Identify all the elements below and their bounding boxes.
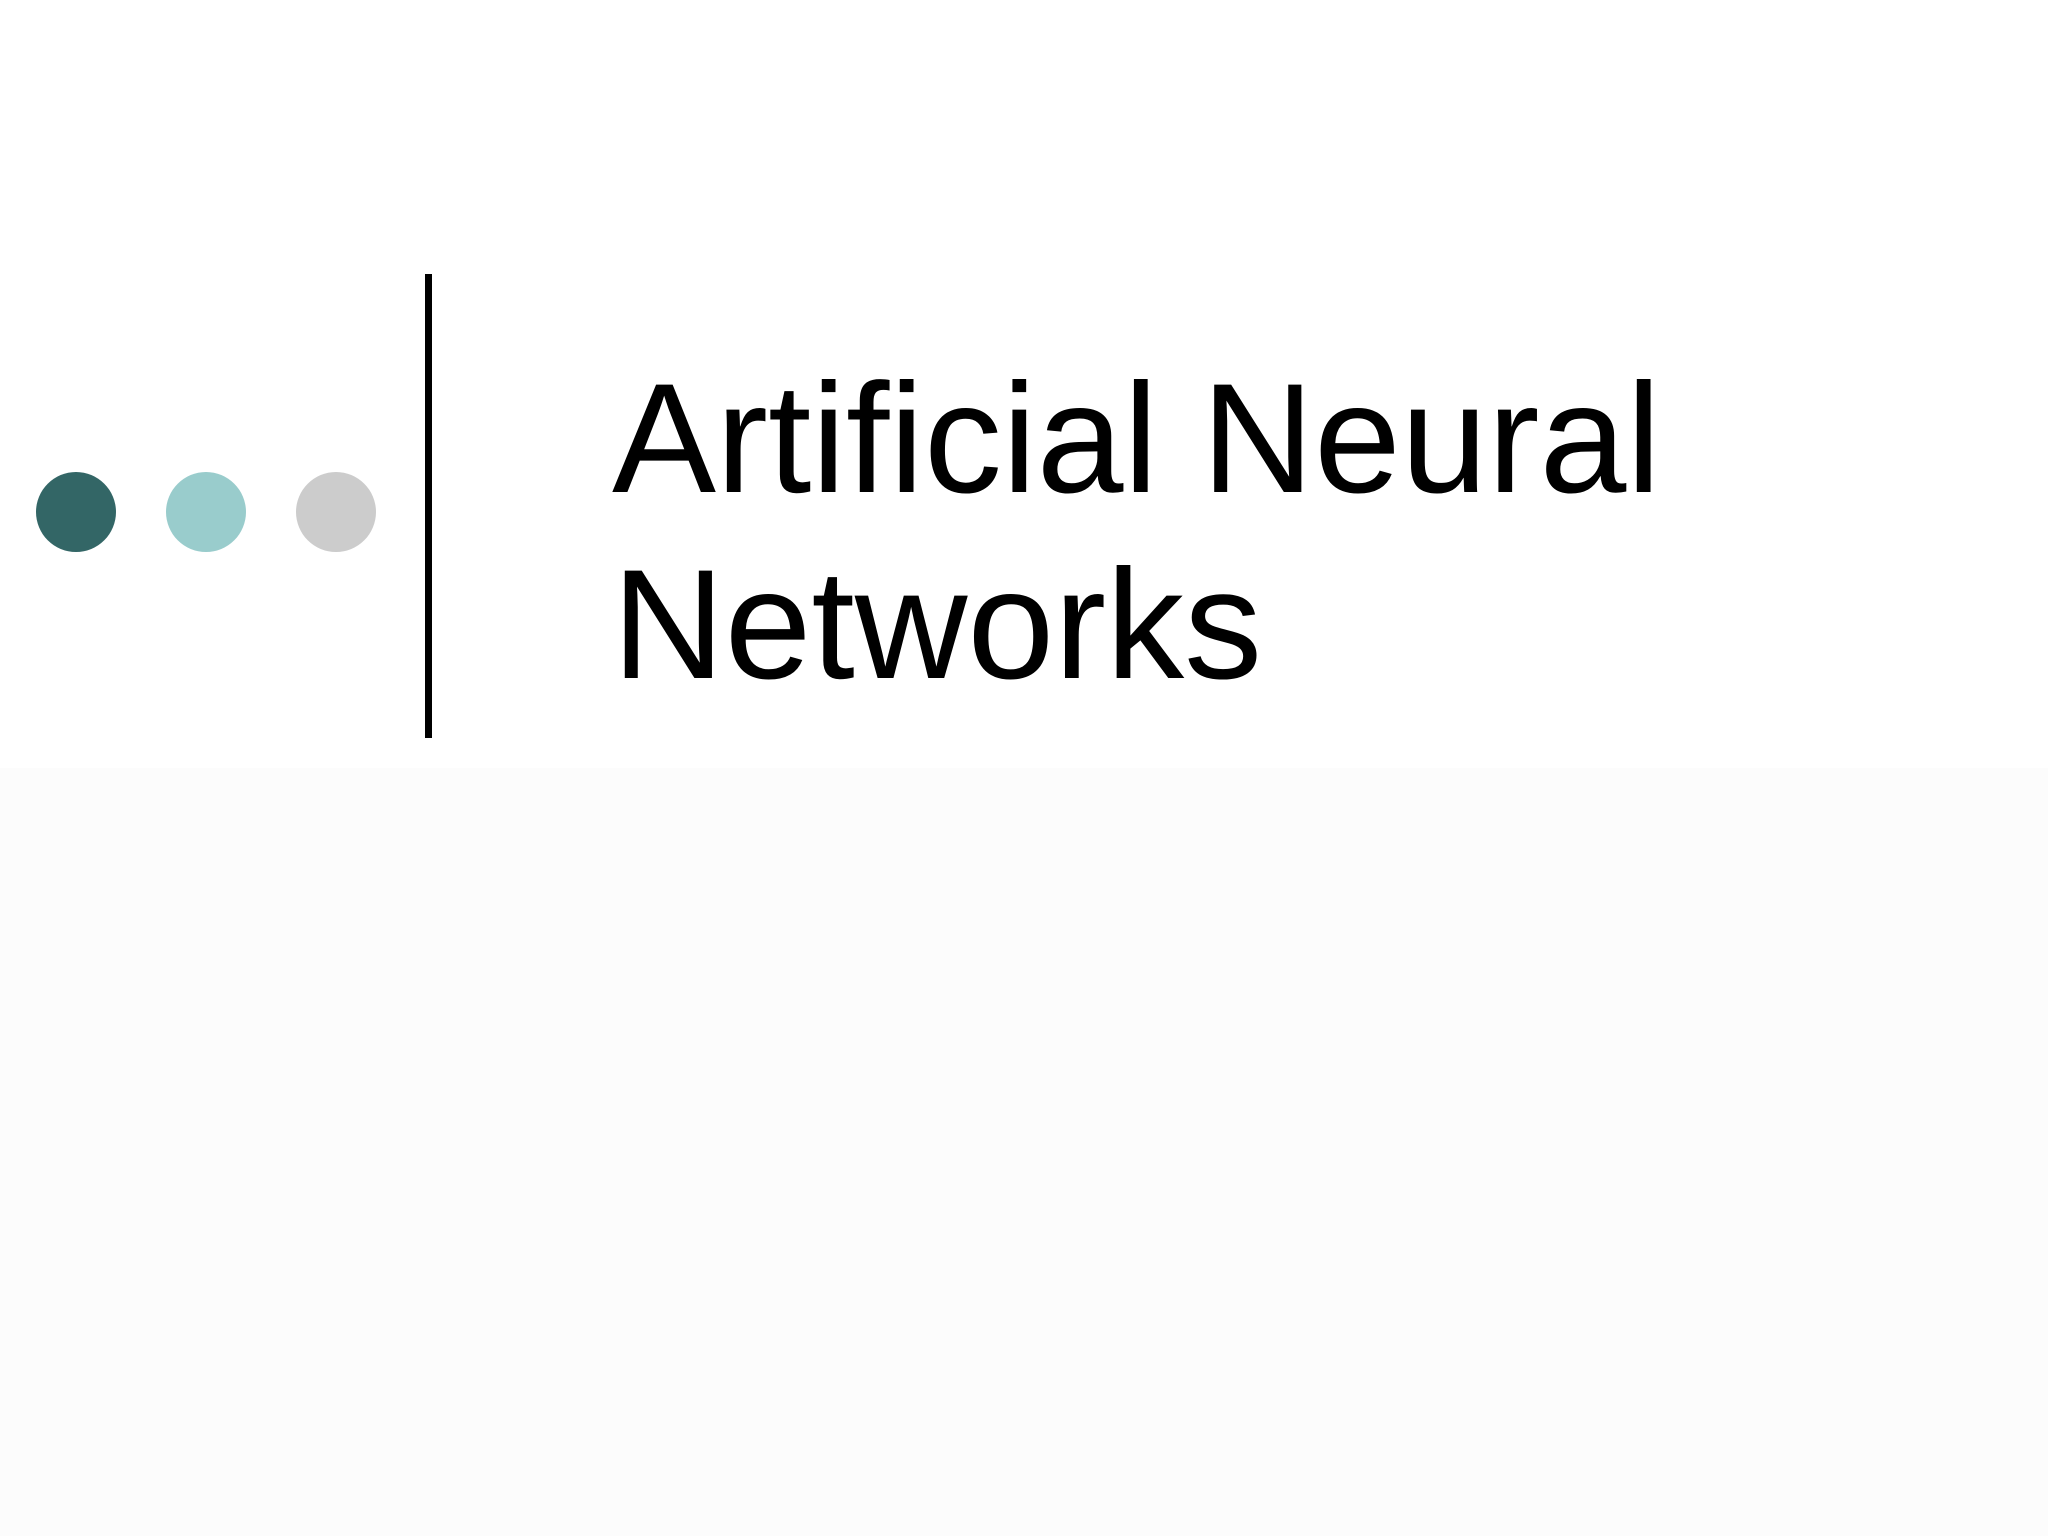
light-teal-circle-icon [166,472,246,552]
slide-background-band [0,768,2048,1536]
vertical-divider [425,274,432,738]
gray-circle-icon [296,472,376,552]
slide-title: Artificial Neural Networks [612,352,1661,712]
dark-teal-circle-icon [36,472,116,552]
